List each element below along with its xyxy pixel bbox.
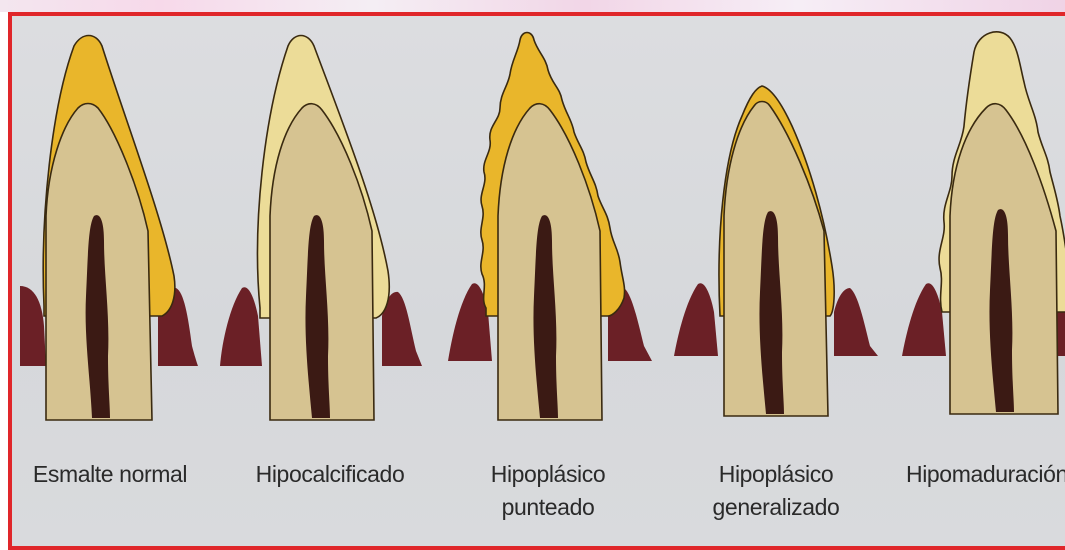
label-line: generalizado <box>686 491 866 524</box>
gum-left <box>20 286 46 366</box>
label-esmalte-normal: Esmalte normal <box>10 458 210 491</box>
tooth-hipoplasico-generalizado <box>674 86 878 416</box>
top-strip <box>0 0 1065 12</box>
gum-left <box>674 283 718 356</box>
label-line: Esmalte normal <box>10 458 210 491</box>
gum-right <box>834 288 878 356</box>
tooth-hipocalcificado <box>220 36 422 421</box>
label-line: Hipomaduración <box>906 458 1065 491</box>
tooth-hipoplasico-punteado <box>448 33 652 421</box>
label-line: punteado <box>458 491 638 524</box>
diagram-panel: Esmalte normal Hipocalcificado Hipoplási… <box>8 12 1065 550</box>
label-line: Hipocalcificado <box>230 458 430 491</box>
tooth-hipomaduracion <box>902 32 1065 414</box>
tooth-esmalte-normal <box>20 36 198 421</box>
label-hipoplasico-generalizado: Hipoplásico generalizado <box>686 458 866 524</box>
label-hipoplasico-punteado: Hipoplásico punteado <box>458 458 638 524</box>
label-hipocalcificado: Hipocalcificado <box>230 458 430 491</box>
label-line: Hipoplásico <box>686 458 866 491</box>
gum-left <box>902 283 946 356</box>
label-hipomaduracion: Hipomaduración <box>906 458 1065 491</box>
gum-left <box>220 287 262 366</box>
label-line: Hipoplásico <box>458 458 638 491</box>
